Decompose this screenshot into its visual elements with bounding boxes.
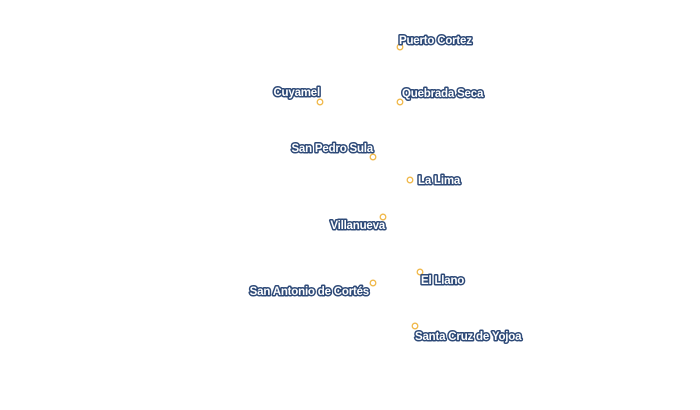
- place-label: La Lima: [418, 175, 461, 187]
- place-marker-icon: [379, 213, 387, 221]
- place-el-llano[interactable]: El Llano: [416, 268, 466, 289]
- place-villanueva[interactable]: Villanueva: [329, 213, 387, 234]
- place-marker-icon: [411, 322, 419, 330]
- place-marker-icon: [369, 279, 377, 287]
- place-san-pedro-sula[interactable]: San Pedro Sula: [290, 142, 377, 161]
- place-puerto-cortez[interactable]: Puerto Cortez: [396, 34, 474, 51]
- place-label: Cuyamel: [273, 87, 320, 99]
- place-label: San Pedro Sula: [291, 143, 373, 155]
- place-cuyamel[interactable]: Cuyamel: [272, 86, 324, 106]
- place-label: El Llano: [421, 275, 464, 287]
- place-label: Quebrada Seca: [402, 88, 484, 100]
- place-label: San Antonio de Cortés: [250, 286, 369, 298]
- place-marker-icon: [396, 43, 404, 51]
- place-marker-icon: [416, 268, 424, 276]
- place-label: Puerto Cortez: [399, 35, 472, 47]
- place-marker-icon: [406, 176, 414, 184]
- place-label: Villanueva: [330, 220, 385, 232]
- place-san-antonio-de-cortes[interactable]: San Antonio de Cortés: [248, 279, 377, 300]
- place-santa-cruz-de-yojoa[interactable]: Santa Cruz de Yojoa: [411, 322, 524, 345]
- place-quebrada-seca[interactable]: Quebrada Seca: [396, 87, 486, 106]
- place-marker-icon: [316, 98, 324, 106]
- place-label: Santa Cruz de Yojoa: [415, 331, 522, 343]
- place-la-lima[interactable]: La Lima: [406, 174, 463, 189]
- place-marker-icon: [396, 98, 404, 106]
- place-marker-icon: [369, 153, 377, 161]
